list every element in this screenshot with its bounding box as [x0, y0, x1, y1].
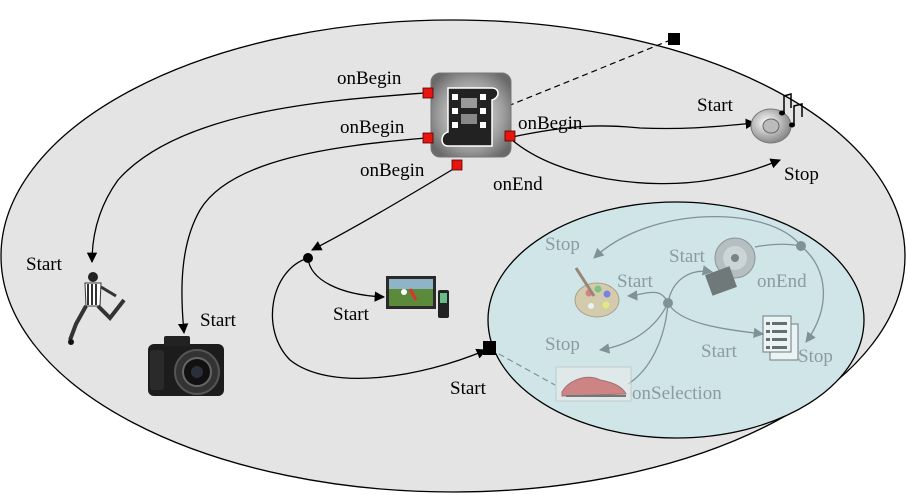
label-start-music: Start: [697, 95, 734, 116]
edge-junction-to-tv: [307, 257, 386, 302]
label-onselection: onSelection: [632, 383, 722, 404]
edge-junction-to-node: [271, 257, 487, 380]
label-start-palette: Start: [617, 271, 654, 292]
label-stop-palette: Stop: [545, 234, 580, 255]
inner-hub-node: [663, 298, 673, 308]
label-onend: onEnd: [493, 174, 543, 195]
port-onbegin-1: [422, 87, 434, 99]
label-start-cd: Start: [669, 246, 706, 267]
label-onend-cd: onEnd: [757, 271, 807, 292]
cd-disc-icon: [705, 237, 756, 296]
soccer-shoe-icon: [555, 366, 632, 402]
edge-onbegin-to-music: [511, 118, 757, 138]
edge-inner-to-palette-stop: [593, 216, 802, 259]
edge-inner-shoe-to-hub: [627, 302, 669, 385]
label-start-player: Start: [26, 254, 63, 275]
label-onbegin-3: onBegin: [360, 160, 425, 181]
label-start-node: Start: [450, 378, 487, 399]
soccer-player-icon: [68, 272, 126, 345]
label-start-camera: Start: [200, 310, 237, 331]
top-connector-node: [668, 33, 680, 45]
inner-cd-junction-node: [796, 241, 806, 251]
label-start-tv: Start: [333, 304, 370, 325]
edge-onbegin-to-camera: [177, 137, 427, 335]
label-start-doc: Start: [701, 341, 738, 362]
label-stop-hub: Stop: [545, 334, 580, 355]
edge-inner-hub-to-doc: [667, 302, 765, 339]
edge-onbegin-to-junction: [311, 167, 456, 251]
document-list-icon: [762, 315, 799, 361]
tv-screen-icon: [386, 276, 449, 318]
junction-node: [303, 253, 313, 263]
dashed-link-node-shoe: [489, 348, 556, 386]
edge-onend-to-music: [511, 139, 781, 185]
edge-onbegin-to-player: [86, 92, 426, 264]
edge-inner-node-to-doc: [800, 245, 825, 343]
edge-inner-hub-to-cd: [667, 265, 714, 304]
port-onbegin-3: [451, 159, 463, 171]
paint-palette-icon: [574, 267, 620, 318]
label-onbegin-4: onBegin: [518, 113, 583, 134]
port-onbegin-onend: [504, 130, 516, 142]
start-connector-node: [483, 341, 496, 355]
label-onbegin-2: onBegin: [340, 117, 405, 138]
film-reel-icon: [430, 72, 512, 158]
music-speaker-icon: [750, 93, 803, 144]
label-onbegin-1: onBegin: [337, 68, 402, 89]
label-stop-doc: Stop: [798, 346, 833, 367]
camera-icon: [148, 336, 224, 396]
label-stop-music: Stop: [784, 164, 819, 185]
edge-inner-hub-to-stop: [598, 302, 669, 354]
port-onbegin-2: [422, 132, 434, 144]
